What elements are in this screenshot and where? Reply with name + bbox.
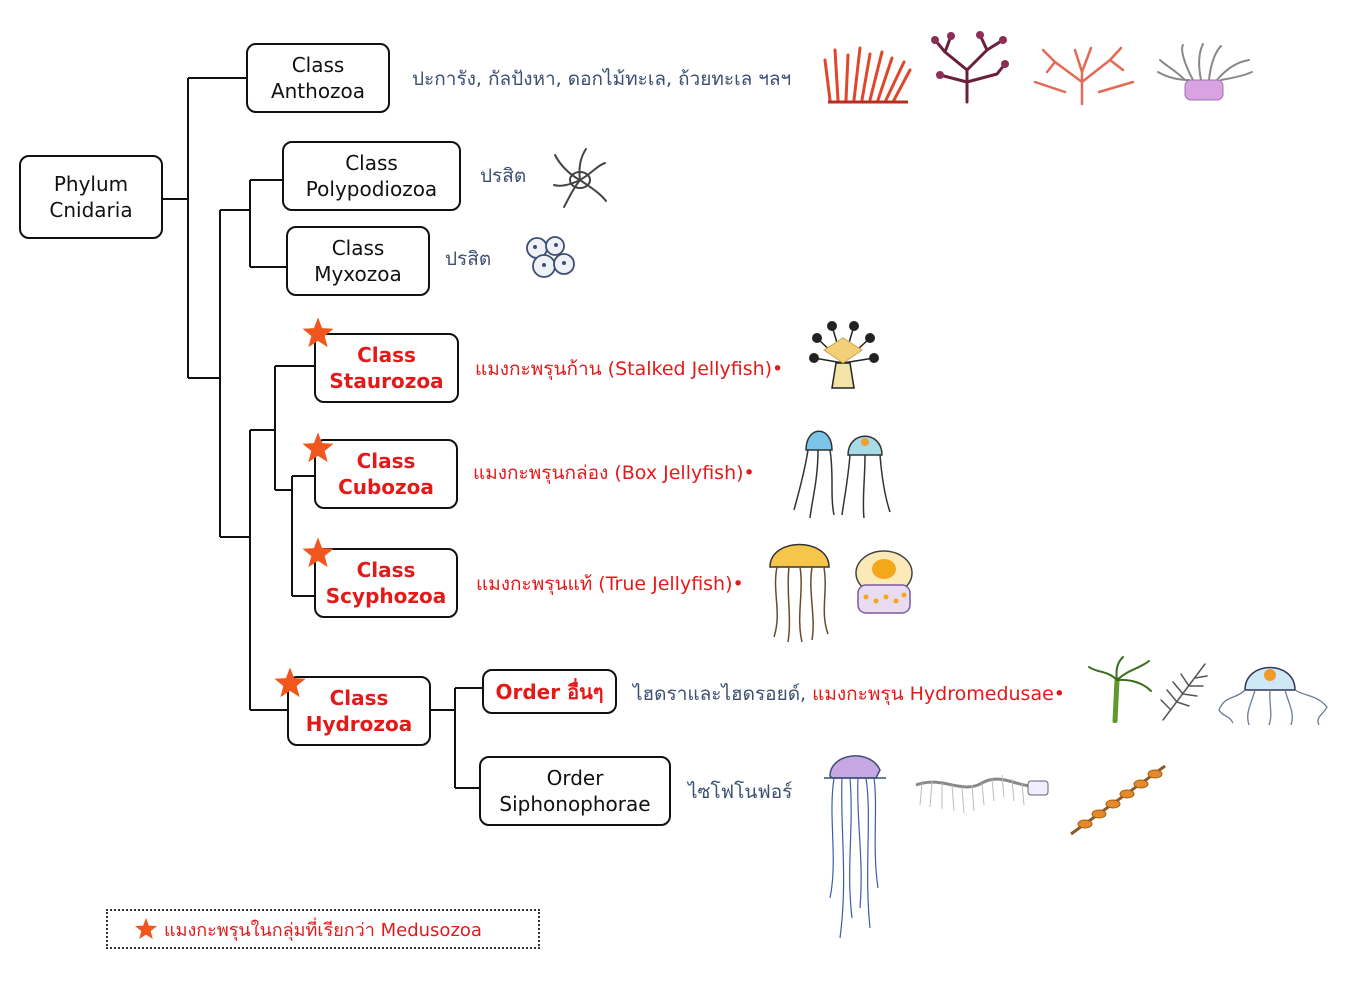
class-polypodiozoa-node: Class Polypodiozoa	[282, 141, 461, 211]
class-scyphozoa-node: Class Scyphozoa	[314, 548, 458, 618]
order-label: Order อื่นๆ	[495, 679, 604, 704]
class-myxozoa-node: Class Myxozoa	[286, 226, 430, 296]
siphonophorae-description: ไซโฟโนฟอร์	[688, 781, 793, 803]
order-other-description: ไฮดราและไฮดรอยด์, แมงกะพรุน Hydromedusae…	[633, 681, 1065, 707]
legend-text: แมงกะพรุนในกลุ่มที่เรียกว่า Medusozoa	[164, 919, 482, 941]
myxozoan-spores-illustration	[526, 236, 575, 278]
portuguese-man-o-war-illustration	[824, 755, 886, 939]
order-other-node: Order อื่นๆ	[482, 669, 617, 714]
star-icon	[274, 667, 306, 698]
class-name: Cubozoa	[338, 475, 434, 499]
class-label: Class	[357, 343, 416, 367]
hydra-illustration	[1088, 656, 1152, 723]
branching-coral-illustration	[1033, 46, 1135, 106]
cubozoa-description: แมงกะพรุนกล่อง (Box Jellyfish)•	[473, 462, 755, 484]
class-name: Anthozoa	[270, 79, 366, 103]
class-label: Class	[291, 53, 345, 77]
coral-illustration	[823, 46, 912, 104]
legend-box: แมงกะพรุนในกลุ่มที่เรียกว่า Medusozoa	[106, 909, 540, 949]
class-name: Myxozoa	[314, 262, 402, 286]
class-hydrozoa-node: Class Hydrozoa	[287, 676, 431, 746]
siphonophore-chain-illustration	[915, 774, 1049, 814]
class-label: Class	[356, 449, 416, 473]
class-anthozoa-node: Class Anthozoa	[246, 43, 390, 113]
class-label: Class	[356, 558, 416, 582]
class-name: Scyphozoa	[325, 584, 447, 608]
class-name: Staurozoa	[329, 369, 444, 393]
staurozoa-description: แมงกะพรุนก้าน (Stalked Jellyfish)•	[475, 358, 784, 380]
true-jellyfish-illustration	[769, 543, 830, 643]
phylum-cnidaria-node: Phylum Cnidaria	[19, 155, 163, 239]
gorgonian-illustration	[931, 31, 1009, 104]
myxozoa-description: ปรสิต	[445, 248, 492, 270]
stalked-jellyfish-illustration	[809, 321, 879, 389]
order-name: Siphonophorae	[499, 792, 651, 816]
class-cubozoa-node: Class Cubozoa	[314, 439, 458, 509]
class-label: Class	[345, 151, 398, 175]
polypodiozoa-description: ปรสิต	[480, 165, 527, 187]
scyphozoan-medusa-illustration	[855, 550, 913, 614]
order-label: Order	[546, 766, 604, 790]
polypodium-illustration	[553, 148, 607, 208]
box-jellyfish-illustration	[793, 430, 891, 519]
hydromedusa-illustration	[1218, 666, 1328, 726]
class-name: Hydrozoa	[305, 712, 413, 736]
order-siphonophorae-node: Order Siphonophorae	[479, 756, 671, 826]
hydroid-illustration	[1160, 663, 1208, 721]
class-name: Polypodiozoa	[305, 177, 438, 201]
phylum-name: Cnidaria	[49, 198, 133, 222]
class-staurozoa-node: Class Staurozoa	[314, 333, 459, 403]
star-icon	[302, 317, 334, 348]
phylum-label: Phylum	[53, 172, 129, 196]
siphonophore-colony-illustration	[1070, 764, 1166, 836]
scyphozoa-description: แมงกะพรุนแท้ (True Jellyfish)•	[476, 573, 744, 595]
class-label: Class	[329, 686, 389, 710]
hydroids-text: ไฮดราและไฮดรอยด์,	[633, 683, 807, 705]
sea-anemone-illustration	[1157, 43, 1253, 101]
star-icon	[302, 432, 334, 463]
star-icon	[135, 918, 157, 939]
hydromedusae-text: แมงกะพรุน Hydromedusae•	[812, 683, 1065, 705]
class-label: Class	[331, 236, 385, 260]
anthozoa-description: ปะการัง, กัลปังหา, ดอกไม้ทะเล, ถ้วยทะเล …	[412, 68, 792, 90]
star-icon	[302, 537, 334, 568]
